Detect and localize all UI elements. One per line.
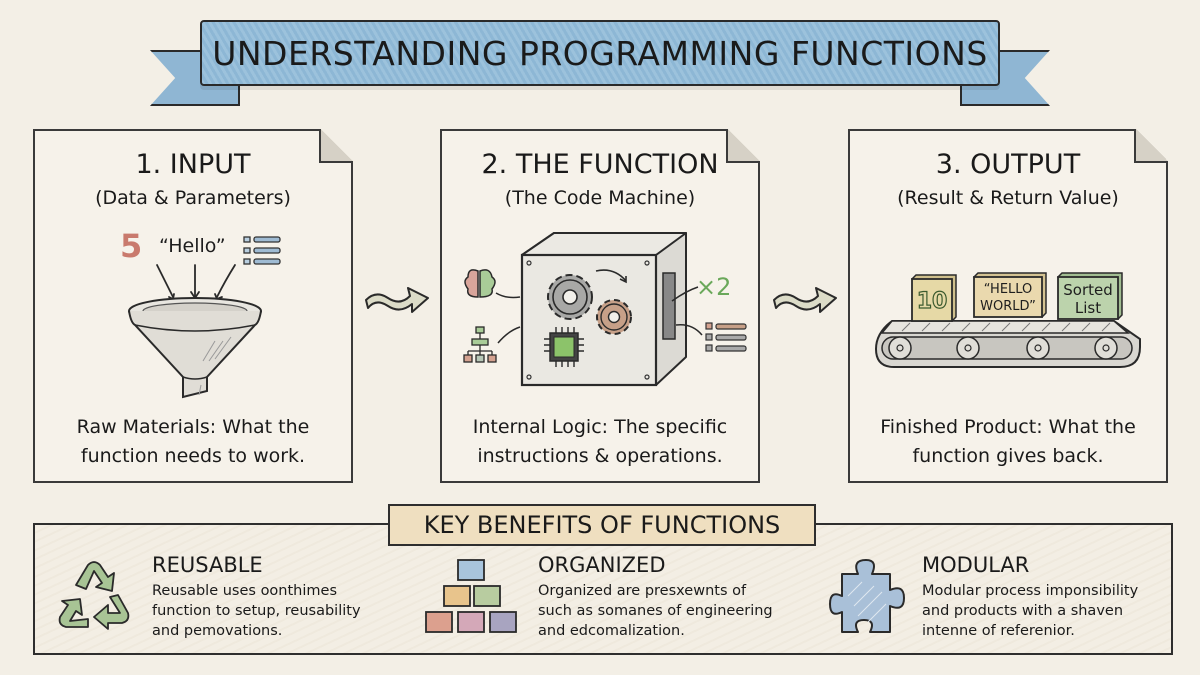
panel-subtitle: (The Code Machine) [504, 187, 696, 209]
machine-box-icon: ×2 [450, 227, 760, 397]
benefit-modular: MODULAR Modular process imponsibility an… [922, 553, 1138, 641]
panel-function: 2. THE FUNCTION (The Code Machine) [440, 129, 760, 483]
description-line: Raw Materials: What the [76, 416, 310, 438]
flowchart-icon [464, 327, 496, 362]
output-box-label: 10 [916, 289, 948, 314]
panel-title: 2. THE FUNCTION [481, 149, 719, 180]
benefit-description: Organized are presxewnts of such as soma… [538, 583, 773, 639]
panel-input: 1. INPUT (Data & Parameters) 5 “Hello” R… [33, 129, 353, 483]
input-number: 5 [120, 227, 143, 265]
description-line: instructions & operations. [477, 445, 723, 467]
wavy-arrow-right-icon [365, 287, 429, 313]
benefit-reusable: REUSABLE Reusable uses oonthimes functio… [152, 553, 361, 641]
description-line: Finished Product: What the [880, 416, 1136, 438]
gear-icon [548, 275, 592, 319]
wavy-arrow-right-icon [773, 287, 837, 313]
funnel-icon [95, 261, 295, 401]
panel-title: 3. OUTPUT [935, 149, 1081, 180]
output-box-list [1058, 273, 1122, 319]
stacked-blocks-icon [425, 559, 517, 633]
list-icon [243, 235, 283, 267]
benefits-heading: KEY BENEFITS OF FUNCTIONS [388, 504, 816, 546]
panel-title: 1. INPUT [135, 149, 251, 180]
conveyor-belt-icon [870, 271, 1150, 381]
description-line: function needs to work. [80, 445, 306, 467]
panel-description: Finished Product: What the function give… [850, 413, 1166, 471]
page-title: UNDERSTANDING PROGRAMMING FUNCTIONS [212, 33, 988, 73]
benefit-description: Reusable uses oonthimes function to setu… [152, 583, 361, 639]
input-string: “Hello” [159, 235, 226, 257]
puzzle-piece-icon [829, 559, 905, 633]
benefit-title: REUSABLE [152, 553, 263, 577]
recycle-icon [58, 561, 130, 630]
page-fold-corner [1134, 129, 1168, 163]
benefit-organized: ORGANIZED Organized are presxewnts of su… [538, 553, 773, 641]
panel-description: Internal Logic: The specific instruction… [442, 413, 758, 471]
panel-output: 3. OUTPUT (Result & Return Value) 10 “HE… [848, 129, 1168, 483]
benefit-title: MODULAR [922, 553, 1030, 577]
panel-subtitle: (Result & Return Value) [897, 187, 1119, 209]
panel-description: Raw Materials: What the function needs t… [35, 413, 351, 471]
multiplier-label: ×2 [696, 273, 731, 301]
benefit-title: ORGANIZED [538, 553, 666, 577]
chip-icon [544, 327, 584, 367]
page-fold-corner [726, 129, 760, 163]
output-box-label: Sorted List [1063, 281, 1113, 317]
output-box-number [912, 275, 956, 321]
panel-subtitle: (Data & Parameters) [95, 187, 291, 209]
list-icon [706, 323, 746, 351]
benefit-description: Modular process imponsibility and produc… [922, 583, 1139, 639]
brain-icon [465, 270, 495, 297]
gear-icon [597, 300, 631, 334]
description-line: Internal Logic: The specific [472, 416, 728, 438]
page-fold-corner [319, 129, 353, 163]
output-box-string [974, 273, 1046, 317]
description-line: function gives back. [912, 445, 1104, 467]
banner: UNDERSTANDING PROGRAMMING FUNCTIONS [200, 20, 1000, 86]
output-box-label: “HELLO WORLD” [980, 282, 1036, 314]
title-banner: UNDERSTANDING PROGRAMMING FUNCTIONS [150, 12, 1050, 112]
